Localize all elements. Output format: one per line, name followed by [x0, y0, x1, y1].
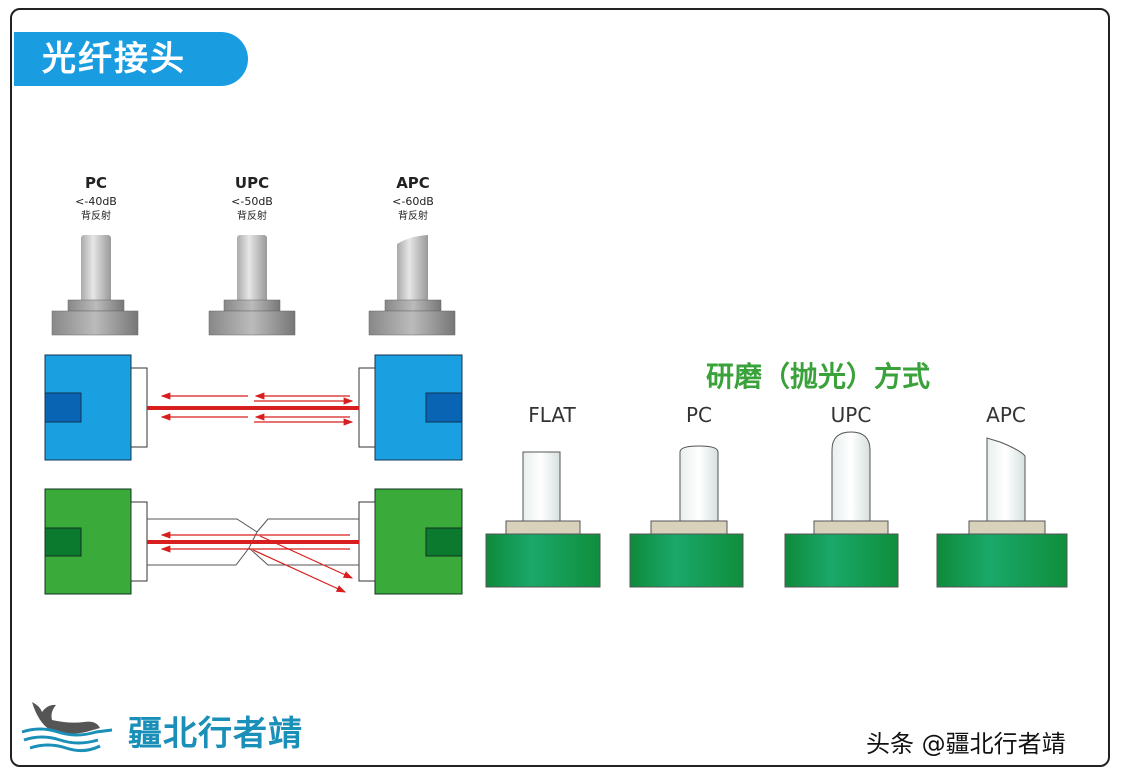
- ferrule-pc: [51, 235, 139, 336]
- title-tab: 光纤接头: [14, 32, 248, 86]
- connector-label-pc: PC <-40dB 背反射: [75, 174, 117, 222]
- type-label-pc: PC: [686, 403, 712, 427]
- svg-text:背反射: 背反射: [237, 209, 267, 222]
- pc-connection-diagram: [44, 354, 463, 461]
- credit-text: 头条 @疆北行者靖: [866, 730, 1066, 758]
- polishing-title: 研磨（抛光）方式: [706, 360, 930, 393]
- svg-text:UPC: UPC: [235, 174, 269, 192]
- connector-label-apc: APC <-60dB 背反射: [392, 174, 434, 222]
- brand-name: 疆北行者靖: [128, 714, 303, 754]
- svg-text:背反射: 背反射: [398, 209, 428, 222]
- svg-text:<-40dB: <-40dB: [75, 195, 117, 208]
- frame: [10, 8, 1110, 767]
- svg-text:背反射: 背反射: [81, 209, 111, 222]
- ferrule-polish-upc: [784, 431, 899, 588]
- svg-text:<-60dB: <-60dB: [392, 195, 434, 208]
- svg-text:PC: PC: [85, 174, 107, 192]
- whale-logo-icon: [21, 702, 113, 753]
- ferrule-apc: [368, 235, 456, 336]
- type-label-apc: APC: [986, 403, 1026, 427]
- ferrule-flat: [485, 451, 601, 588]
- ferrule-polish-pc: [629, 445, 744, 588]
- type-label-flat: FLAT: [528, 403, 576, 427]
- ferrule-polish-apc: [936, 437, 1068, 588]
- connector-label-upc: UPC <-50dB 背反射: [231, 174, 273, 222]
- svg-text:APC: APC: [396, 174, 430, 192]
- ferrule-upc: [208, 235, 296, 336]
- svg-text:<-50dB: <-50dB: [231, 195, 273, 208]
- apc-connection-diagram: [44, 488, 463, 595]
- type-label-upc: UPC: [831, 403, 872, 427]
